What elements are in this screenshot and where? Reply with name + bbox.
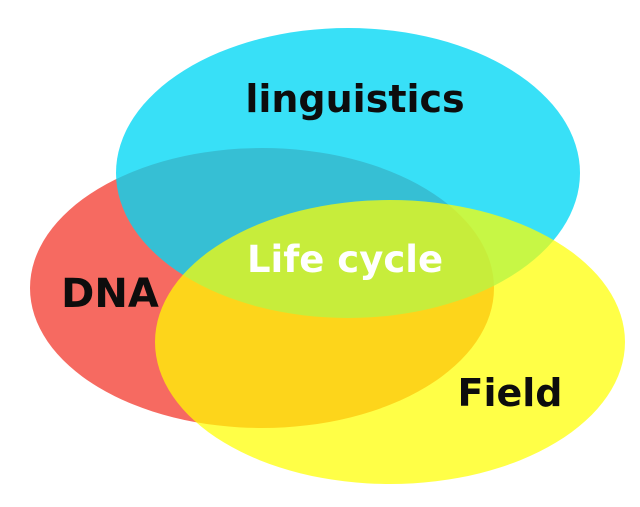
field-label: Field: [458, 371, 563, 415]
center-label: Life cycle: [247, 238, 443, 281]
field-circle: [155, 200, 625, 484]
dna-label: DNA: [61, 271, 159, 317]
linguistics-label: linguistics: [245, 77, 464, 121]
